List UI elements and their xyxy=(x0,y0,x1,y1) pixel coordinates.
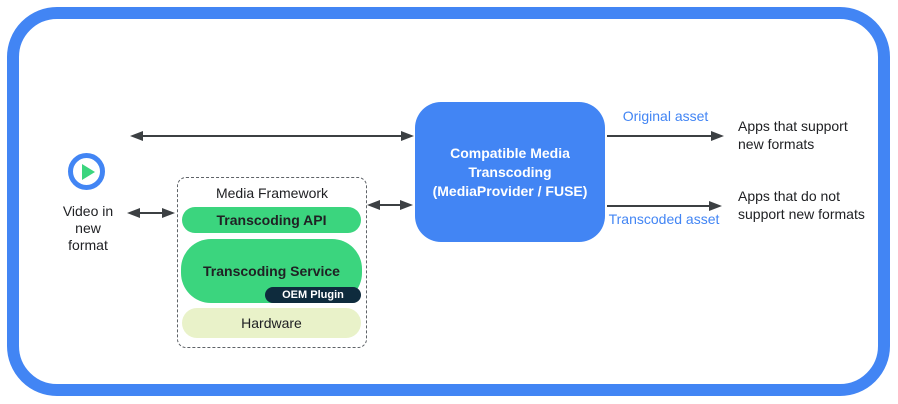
apps-support-label: Apps that support new formats xyxy=(738,118,848,152)
play-triangle-icon xyxy=(82,163,95,180)
media-framework-title: Media Framework xyxy=(215,185,329,201)
transcoding-service-label: Transcoding Service xyxy=(203,263,340,279)
play-icon xyxy=(68,153,105,190)
bidirectional-arrow-video-framework xyxy=(127,208,175,218)
transcoded-asset-arrow xyxy=(607,201,722,211)
media-framework-box: Media Framework Transcoding API Transcod… xyxy=(177,177,367,348)
video-source-label: Video in new format xyxy=(62,203,114,253)
apps-no-support-label: Apps that do not support new formats xyxy=(738,188,865,222)
transcoding-api-layer: Transcoding API xyxy=(182,207,361,233)
original-asset-arrow xyxy=(607,131,724,141)
diagram-border xyxy=(7,7,890,396)
transcoder-box: Compatible Media Transcoding (MediaProvi… xyxy=(415,102,605,242)
oem-plugin-badge: OEM Plugin xyxy=(265,287,361,303)
transcoded-asset-label: Transcoded asset xyxy=(608,211,720,227)
hardware-layer: Hardware xyxy=(182,308,361,338)
bidirectional-arrow-source-transcoder xyxy=(130,131,414,141)
bidirectional-arrow-framework-transcoder xyxy=(367,200,413,210)
transcoding-service-layer: Transcoding Service OEM Plugin xyxy=(181,239,362,303)
original-asset-label: Original asset xyxy=(622,108,709,124)
